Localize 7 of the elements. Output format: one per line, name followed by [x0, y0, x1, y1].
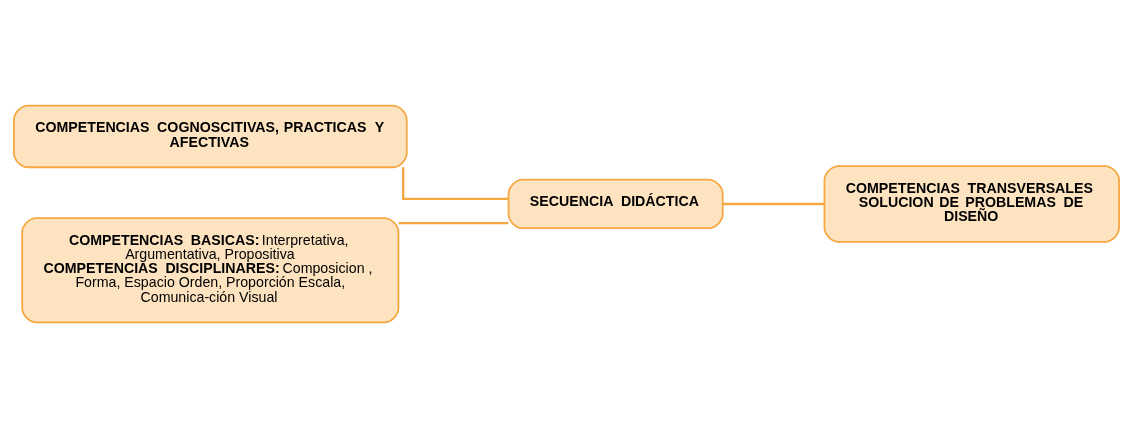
node-box: SECUENCIA DIDÁCTICA [507, 178, 724, 229]
connector [722, 202, 825, 205]
connector [402, 166, 509, 200]
node-box: COMPETENCIAS BASICAS: Interpretativa, Argumentativa, Propositiva COMPETENCIAS DISCIPLINARES: Composicion , Forma, Espacio Orden, Proporción Escala, Comunica-ción Visual [21, 216, 400, 323]
connector [398, 221, 509, 224]
node-box: COMPETENCIAS TRANSVERSALES SOLUCION DE PROBLEMAS DE DISEÑO [823, 164, 1120, 243]
node-box: COMPETENCIAS COGNOSCITIVAS, PRACTICAS Y AFECTIVAS [13, 104, 408, 168]
